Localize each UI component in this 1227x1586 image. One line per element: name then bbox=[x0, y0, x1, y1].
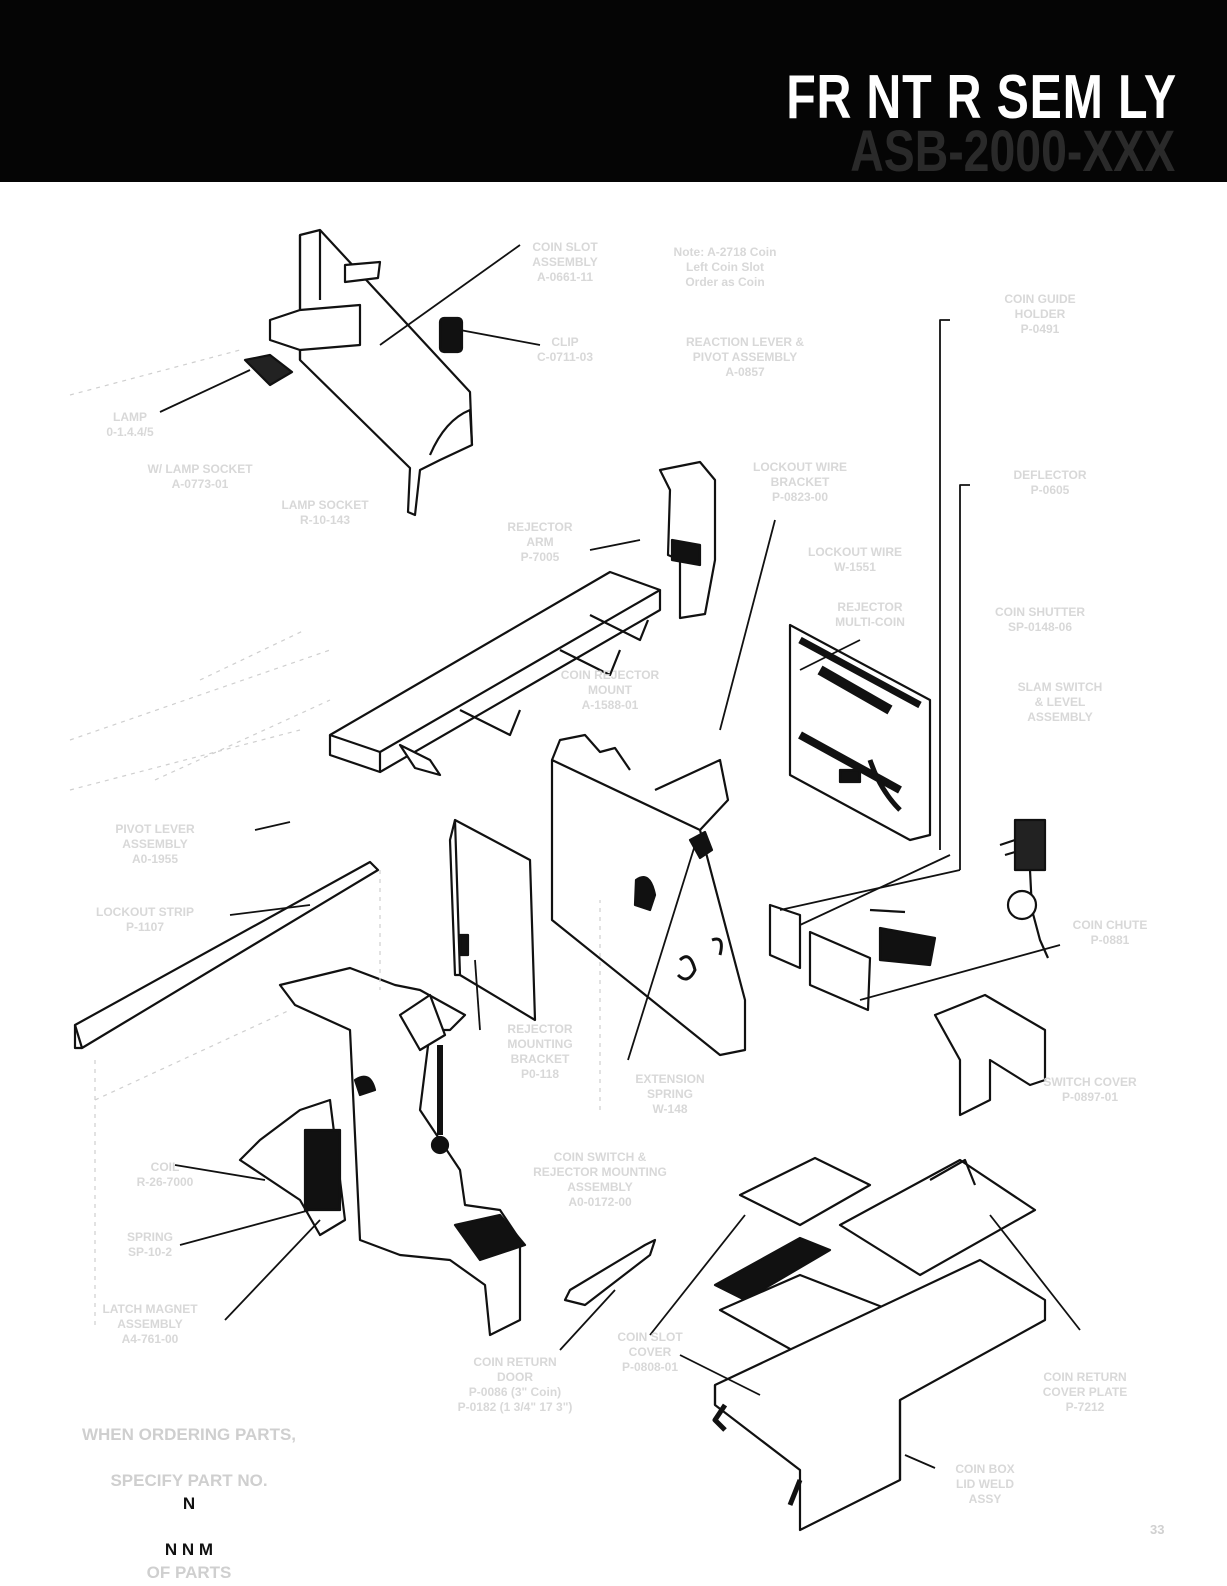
note-line-3-dark: N N M bbox=[164, 1540, 214, 1559]
alignment-lines bbox=[69, 349, 601, 1330]
label-clip: CLIP C-0711-03 bbox=[536, 335, 594, 364]
coin-box-lid-part bbox=[712, 1158, 1047, 1532]
label-slam-switch: SLAM SWITCH & LEVEL ASSEMBLY bbox=[1017, 680, 1103, 724]
label-rejector-mounting-bracket: REJECTOR MOUNTING BRACKET P0-118 bbox=[507, 1022, 573, 1081]
latch-assembly-part bbox=[238, 966, 527, 1337]
lockout-strip-part bbox=[73, 860, 380, 1050]
rejector-mounting-bracket-part bbox=[448, 818, 537, 1022]
note-line-1: WHEN ORDERING PARTS, bbox=[81, 1425, 297, 1444]
coin-return-door-part bbox=[563, 1238, 657, 1307]
exploded-diagram bbox=[69, 228, 1081, 1532]
label-lamp-socket: LAMP SOCKET R-10-143 bbox=[281, 498, 369, 527]
label-rejector-arm: REJECTOR ARM P-7005 bbox=[507, 520, 573, 564]
label-latch-magnet: LATCH MAGNET ASSEMBLY A4-761-00 bbox=[102, 1302, 198, 1346]
page-title: FR NT R SEM LY bbox=[786, 63, 1177, 132]
label-coin-guide: COIN GUIDE HOLDER P-0491 bbox=[1004, 292, 1076, 336]
header-bar: FR NT R SEM LY ASB-2000-XXX bbox=[0, 0, 1227, 184]
label-coin-switch-mounting: COIN SWITCH & REJECTOR MOUNTING ASSEMBLY… bbox=[533, 1150, 667, 1209]
label-coin-slot-cover: COIN SLOT COVER P-0808-01 bbox=[617, 1330, 683, 1374]
note-line-2: SPECIFY PART NO. bbox=[110, 1471, 268, 1490]
label-coin-return-door: COIN RETURN DOOR P-0086 (3" Coin) P-0182… bbox=[457, 1355, 573, 1414]
label-lockout-strip: LOCKOUT STRIP P-1107 bbox=[96, 905, 194, 934]
coin-slot-assembly-part bbox=[268, 228, 474, 517]
label-coin-chute: COIN CHUTE P-0881 bbox=[1072, 918, 1148, 947]
leader-lines bbox=[159, 244, 1081, 1469]
label-lockout-wire: LOCKOUT WIRE W-1551 bbox=[808, 545, 902, 574]
label-note-coin: Note: A-2718 Coin Left Coin Slot Order a… bbox=[673, 245, 777, 289]
label-switch-cover: SWITCH COVER P-0897-01 bbox=[1043, 1075, 1137, 1104]
coin-rejector-mount-part bbox=[550, 733, 747, 1057]
label-deflector: DEFLECTOR P-0605 bbox=[1013, 468, 1087, 497]
slam-switch-part bbox=[999, 818, 1050, 959]
rejector-arm-part bbox=[328, 570, 662, 777]
label-rejector: REJECTOR MULTI-COIN bbox=[835, 600, 905, 629]
label-coin-slot-assembly: COIN SLOT ASSEMBLY A-0661-11 bbox=[532, 240, 598, 284]
coin-chute-part bbox=[768, 903, 937, 1012]
label-spring: SPRING SP-10-2 bbox=[126, 1230, 173, 1259]
note-line-2-dark: N bbox=[182, 1494, 196, 1513]
lamp-part bbox=[243, 353, 294, 387]
note-line-3: OF PARTS bbox=[146, 1563, 232, 1582]
rejector-part bbox=[788, 623, 932, 842]
label-pivot-lever: PIVOT LEVER ASSEMBLY A0-1955 bbox=[115, 822, 195, 866]
label-lamp-socket-bracket: W/ LAMP SOCKET A-0773-01 bbox=[147, 462, 253, 491]
label-lamp: LAMP 0-1.4.4/5 bbox=[106, 410, 154, 439]
ordering-note: WHEN ORDERING PARTS, SPECIFY PART NO. N … bbox=[64, 1400, 314, 1584]
label-coin-rejector-mount: COIN REJECTOR MOUNT A-1588-01 bbox=[560, 668, 660, 712]
label-coin-shutter: COIN SHUTTER SP-0148-06 bbox=[995, 605, 1085, 634]
label-lockout-wire-bracket: LOCKOUT WIRE BRACKET P-0823-00 bbox=[753, 460, 847, 504]
label-coil: COIL R-26-7000 bbox=[136, 1160, 194, 1189]
page-subtitle: ASB-2000-XXX bbox=[850, 119, 1175, 184]
coin-slot-cover-part bbox=[738, 1156, 872, 1227]
page-number: 33 bbox=[1150, 1522, 1165, 1537]
switch-cover-part bbox=[933, 993, 1047, 1117]
reaction-lever-part bbox=[658, 460, 717, 620]
label-coin-box-lid: COIN BOX LID WELD ASSY bbox=[955, 1462, 1015, 1506]
label-reaction-lever: REACTION LEVER & PIVOT ASSEMBLY A-0857 bbox=[685, 335, 804, 379]
label-extension-spring: EXTENSION SPRING W-148 bbox=[635, 1072, 705, 1116]
label-coin-return-cover-plate: COIN RETURN COVER PLATE P-7212 bbox=[1042, 1370, 1128, 1414]
